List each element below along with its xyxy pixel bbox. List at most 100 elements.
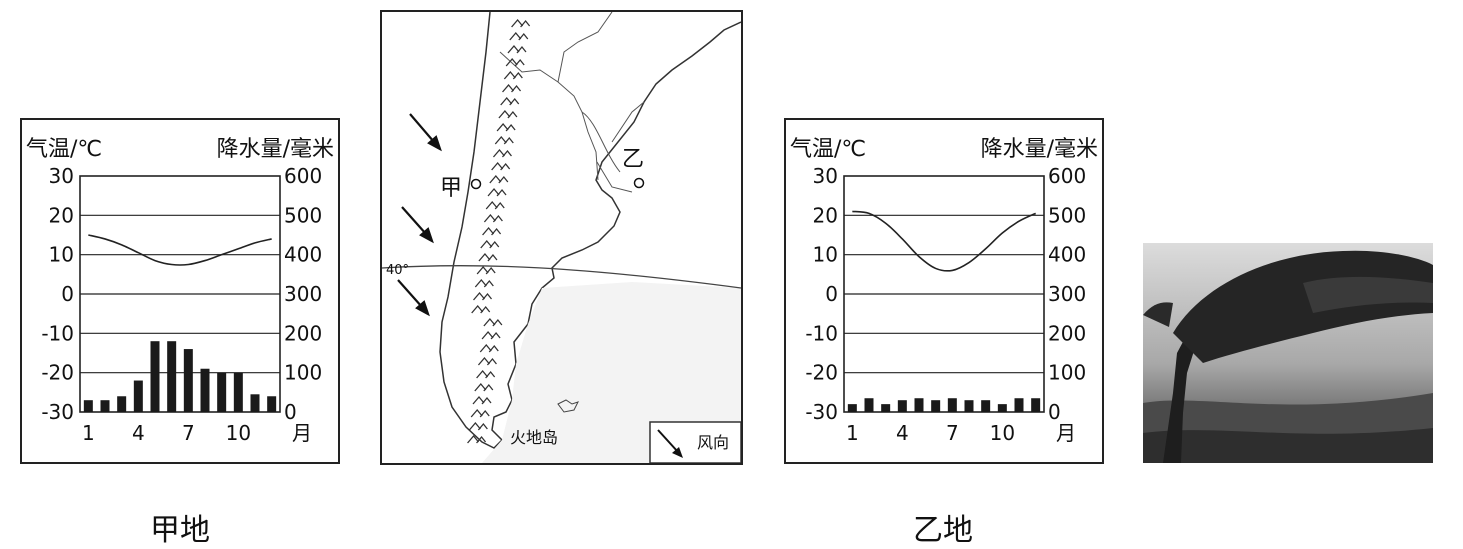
point-jia-marker [470,178,482,190]
wind-legend-arrow [657,429,679,453]
map-svg: 40° 甲 乙 火地岛 风向 [382,12,741,463]
mountain-symbol [472,395,492,405]
chart-0-precip-bar [117,396,127,412]
mountain-symbol [502,83,522,93]
chart-0-y-right-tick: 300 [284,282,322,306]
chart-1-y-left-tick: 0 [825,282,838,306]
chart-0-y-right-tick: 600 [284,164,322,188]
wind-legend-box [649,421,741,463]
chart-1-precip-bar [947,398,957,412]
mountain-symbol [500,96,520,106]
map-border [499,51,599,181]
chart-1-precip-bar [964,400,974,412]
caption-yi: 乙地 [913,513,973,548]
chart-1-y-left-tick: 10 [813,243,838,267]
mountain-symbol [480,239,500,249]
chart-0-y-right-tick: 200 [284,321,322,345]
chart-1-y-right-tick: 400 [1048,243,1086,267]
mountain-symbol [474,382,494,392]
chart-1-y-left-tick: -10 [805,321,838,345]
mountain-symbol [492,148,512,158]
chart-1-x-tick: 10 [990,421,1015,445]
mountain-symbol [471,304,491,314]
chart-0-precip-bar [83,400,93,412]
chart-0-y-right-tick: 500 [284,203,322,227]
chart-1-y-left-tick: 30 [813,164,838,188]
chart-1-y-left-tick: -20 [805,361,838,385]
mountain-symbol [474,278,494,288]
mountain-symbol [476,265,496,275]
chart-1-precip-bar [881,404,891,412]
point-yi-marker [633,177,645,189]
caption-jia: 甲地 [150,513,210,548]
point-jia-label: 甲 [440,176,462,201]
chart-1-precip-bar [997,404,1007,412]
mountain-symbol [482,226,502,236]
map-river [596,161,633,193]
mountain-symbol [478,252,498,262]
photo-canopy-shade [1303,276,1433,313]
chart-0-precip-bar [167,341,177,412]
chart-1-precip-bar [1014,398,1024,412]
photo-tree-trunk [1163,303,1227,463]
chart-0-y-left-tick: -20 [41,361,74,385]
chart-0-y-right-label: 降水量/毫米 [217,137,334,162]
wind-legend-label: 风向 [697,433,729,452]
map-river [581,111,621,173]
chart-0-precip-bar [217,372,227,412]
chart-1-precip-bar [931,400,941,412]
chart-1-precip-bar [864,398,874,412]
chart-0-y-right-tick: 0 [284,400,297,424]
point-yi-label: 乙 [622,147,644,172]
mountain-symbol [507,44,527,54]
chart-0-precip-bar [183,349,193,412]
chart-0-y-right-tick: 100 [284,361,322,385]
mountain-symbol [470,408,490,418]
mountain-symbol [476,369,496,379]
chart-1-y-right-tick: 300 [1048,282,1086,306]
chart-0-precip-bar [200,368,210,412]
mountain-symbol [483,213,503,223]
chart-1-y-right-tick: 200 [1048,321,1086,345]
chart-1-precip-bar [914,398,924,412]
andes-mountain-symbols [467,18,531,444]
mountain-symbol [487,187,507,197]
chart-1-precip-bar [847,404,857,412]
chart-1-y-right-tick: 500 [1048,203,1086,227]
chart-0-precip-bar [133,380,143,412]
mountain-symbol [491,161,511,171]
mountain-symbol [485,200,505,210]
chart-1-temperature-line [852,210,1037,272]
mountain-symbol [483,317,503,327]
mountain-symbol [479,343,499,353]
mountain-symbol [468,421,488,431]
chart-1-y-left-tick: 20 [813,203,838,227]
photo-branch [1143,302,1173,327]
chart-0-y-left-tick: 0 [61,282,74,306]
mountain-symbol [481,330,501,340]
wind-arrows [397,113,442,317]
map-border [611,101,645,143]
latitude-line-40 [382,264,741,289]
photo-foreground [1143,428,1433,463]
photo-svg [1143,243,1433,463]
chart-1-y-left-tick: -30 [805,400,838,424]
island-label: 火地岛 [510,428,558,447]
chart-1-precip-bar [1031,398,1041,412]
mountain-symbol [494,135,514,145]
chart-0-x-tick: 7 [182,421,195,445]
chart-0-y-left-tick: -10 [41,321,74,345]
chart-1-x-tick: 4 [896,421,909,445]
chart-0-y-left-tick: -30 [41,400,74,424]
chart-0-precip-bar [233,372,243,412]
mountain-symbol [505,57,525,67]
chart-0-y-left-tick: 20 [49,203,74,227]
chart-1-precip-bar [981,400,991,412]
mountain-symbol [511,18,531,28]
mountain-symbol [498,109,518,119]
south-america-map: 40° 甲 乙 火地岛 风向 [380,10,743,465]
chart-1-x-unit: 月 [1056,421,1076,445]
